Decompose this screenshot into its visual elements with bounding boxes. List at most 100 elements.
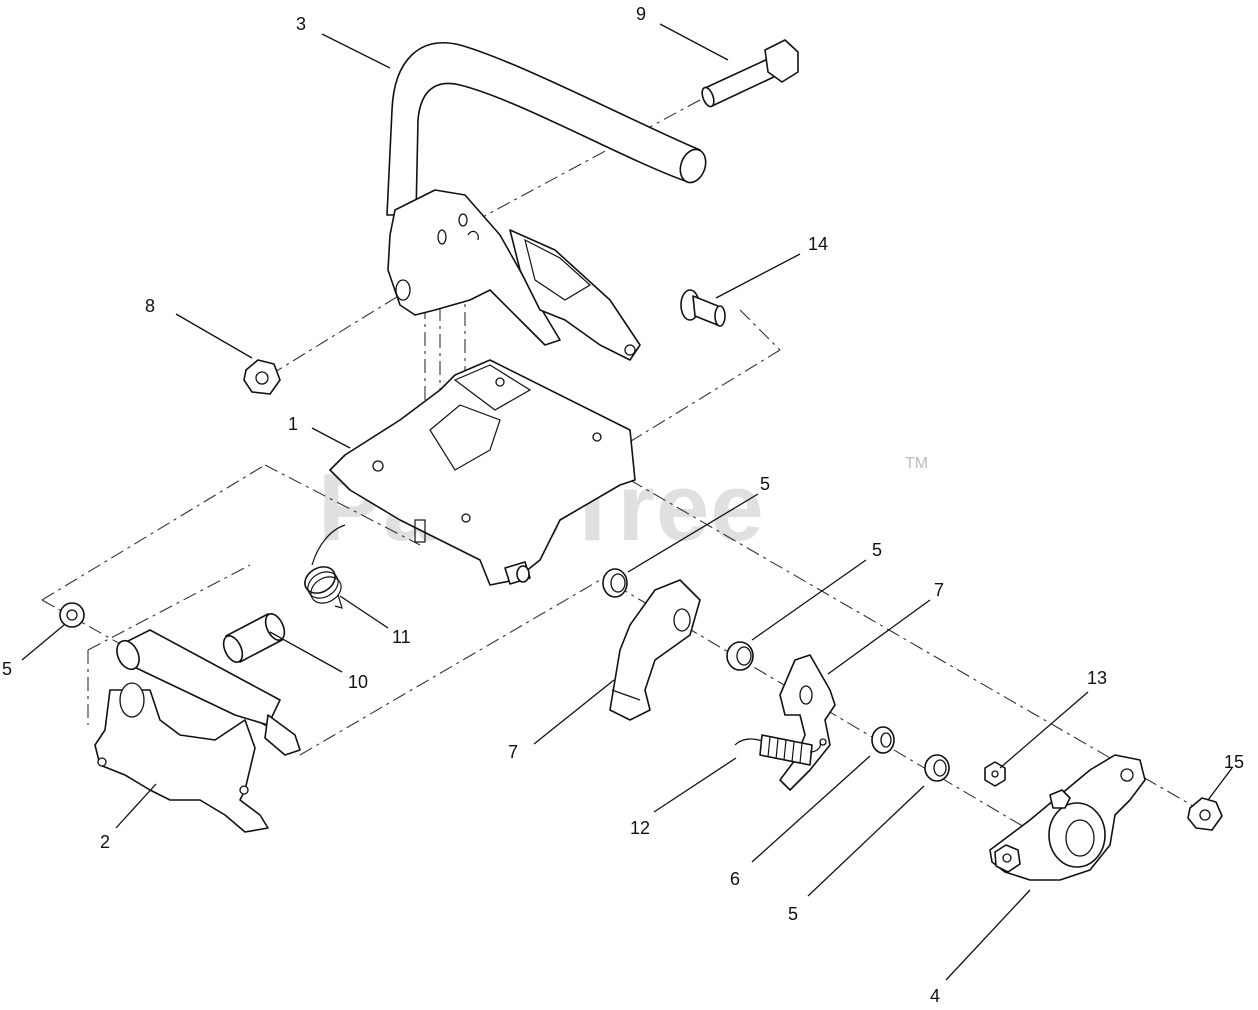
pivot-bracket-hole	[97, 757, 107, 767]
callout-numbers: 3 9 14 8 1 5 5 7 5 11 10 7 13 15 12 2 6 …	[2, 4, 1244, 1006]
flange-stud	[1049, 789, 1071, 809]
bracket-slot	[429, 404, 501, 471]
assembly-line-upper-right	[629, 479, 1201, 811]
callout-1: 1	[288, 414, 298, 434]
handle-bar	[386, 42, 701, 216]
spring-leg-up	[311, 524, 346, 566]
nut-13-hole	[991, 770, 999, 778]
callout-10: 10	[348, 672, 368, 692]
handle-end	[679, 148, 707, 184]
arm-cutout	[524, 238, 592, 301]
leader-8	[175, 313, 253, 359]
pivot-shaft-end	[116, 639, 140, 671]
bracket-hole-top	[495, 377, 505, 387]
bolt-tip	[701, 86, 715, 108]
assembly-line-left-top	[41, 464, 266, 601]
leader-1	[311, 427, 351, 449]
callout-4: 4	[930, 986, 940, 1006]
bracket-clip	[467, 230, 479, 241]
leader-12	[653, 757, 737, 813]
bracket-hole-right	[592, 432, 602, 442]
part-5-spacer-lower	[924, 754, 950, 782]
callout-9: 9	[636, 4, 646, 24]
callout-7-right: 7	[934, 580, 944, 600]
bracket-tab	[414, 519, 426, 543]
part-10-sleeve	[222, 613, 286, 663]
callout-5-left: 5	[2, 659, 12, 679]
handle-arm	[509, 229, 641, 361]
callout-2: 2	[100, 832, 110, 852]
leader-7-left	[533, 679, 615, 745]
nut-8-hole	[255, 371, 269, 385]
spring-coil-line-3	[783, 739, 787, 761]
assembly-line-nut-8	[269, 294, 401, 376]
leader-5-middle	[751, 559, 867, 641]
callout-8: 8	[145, 296, 155, 316]
pivot-bracket-plate	[94, 689, 269, 833]
leader-3	[321, 33, 391, 69]
washer-hole	[880, 732, 892, 748]
callout-14: 14	[808, 234, 828, 254]
callout-11: 11	[392, 627, 411, 647]
flange-nut-left-hole	[1002, 853, 1012, 863]
leader-14	[715, 253, 801, 299]
bracket-hole-left	[372, 460, 384, 472]
nut-15-hole	[1199, 809, 1211, 821]
part-2-pivot-assembly	[94, 629, 301, 833]
spacer-top-inner	[610, 573, 626, 593]
spring-coil-line-1	[767, 736, 771, 758]
part-9-bolt	[701, 39, 799, 108]
leader-5-left	[21, 624, 65, 661]
leader-15	[1207, 767, 1233, 801]
leader-4	[945, 889, 1031, 981]
part-5-spacer-middle	[726, 641, 754, 671]
leader-11	[339, 595, 389, 629]
spring-coil-line-5	[799, 742, 803, 764]
pivot-bracket-boss	[119, 682, 145, 718]
arm-hole	[624, 344, 636, 356]
callout-15: 15	[1224, 752, 1244, 772]
assembly-line-left-diag	[87, 564, 251, 651]
latch-right-hole	[799, 685, 813, 705]
sleeve-end-left	[222, 635, 244, 663]
callout-3: 3	[296, 14, 306, 34]
watermark-trademark: TM	[905, 455, 928, 472]
callout-12: 12	[630, 818, 650, 838]
callout-5-top: 5	[760, 474, 770, 494]
spring-coil-3	[310, 576, 342, 604]
pivot-shaft-tip	[264, 714, 301, 756]
part-3-handle	[386, 42, 707, 361]
assembly-line-lower-right	[614, 584, 1081, 861]
bracket-hole-small	[437, 229, 447, 245]
leader-7-right	[827, 599, 931, 675]
callout-6: 6	[730, 869, 740, 889]
part-11-torsion-spring	[304, 524, 346, 609]
assembly-line-left-mid	[264, 464, 421, 546]
lever-left-body	[609, 579, 701, 721]
leader-2	[115, 783, 157, 829]
spring-coil-line-4	[791, 741, 795, 763]
leader-5-lower	[807, 785, 925, 897]
part-6-washer	[871, 726, 895, 754]
callout-13: 13	[1087, 668, 1107, 688]
spacer-middle-inner	[736, 646, 752, 666]
bracket-hole-mid	[461, 513, 471, 523]
bracket-hole-pivot	[395, 279, 411, 301]
bolt-head	[764, 39, 799, 83]
assembly-line-14a	[739, 309, 781, 351]
spring-coil-2	[307, 571, 339, 599]
part-5-spacer-top	[602, 568, 628, 598]
part-12-extension-spring	[734, 734, 822, 766]
spacer-lower-inner	[933, 759, 947, 777]
part-8-flange-nut	[243, 359, 281, 395]
part-1-main-bracket	[329, 359, 636, 586]
part-7-lever-left	[609, 579, 701, 721]
flange-hole-right	[1120, 768, 1134, 782]
bracket-hole-top	[458, 213, 468, 227]
callout-5-middle: 5	[872, 540, 882, 560]
part-15-flange-nut	[1187, 797, 1223, 831]
pivot-bracket-hole-right	[239, 785, 249, 795]
flange-bore	[1065, 819, 1095, 857]
